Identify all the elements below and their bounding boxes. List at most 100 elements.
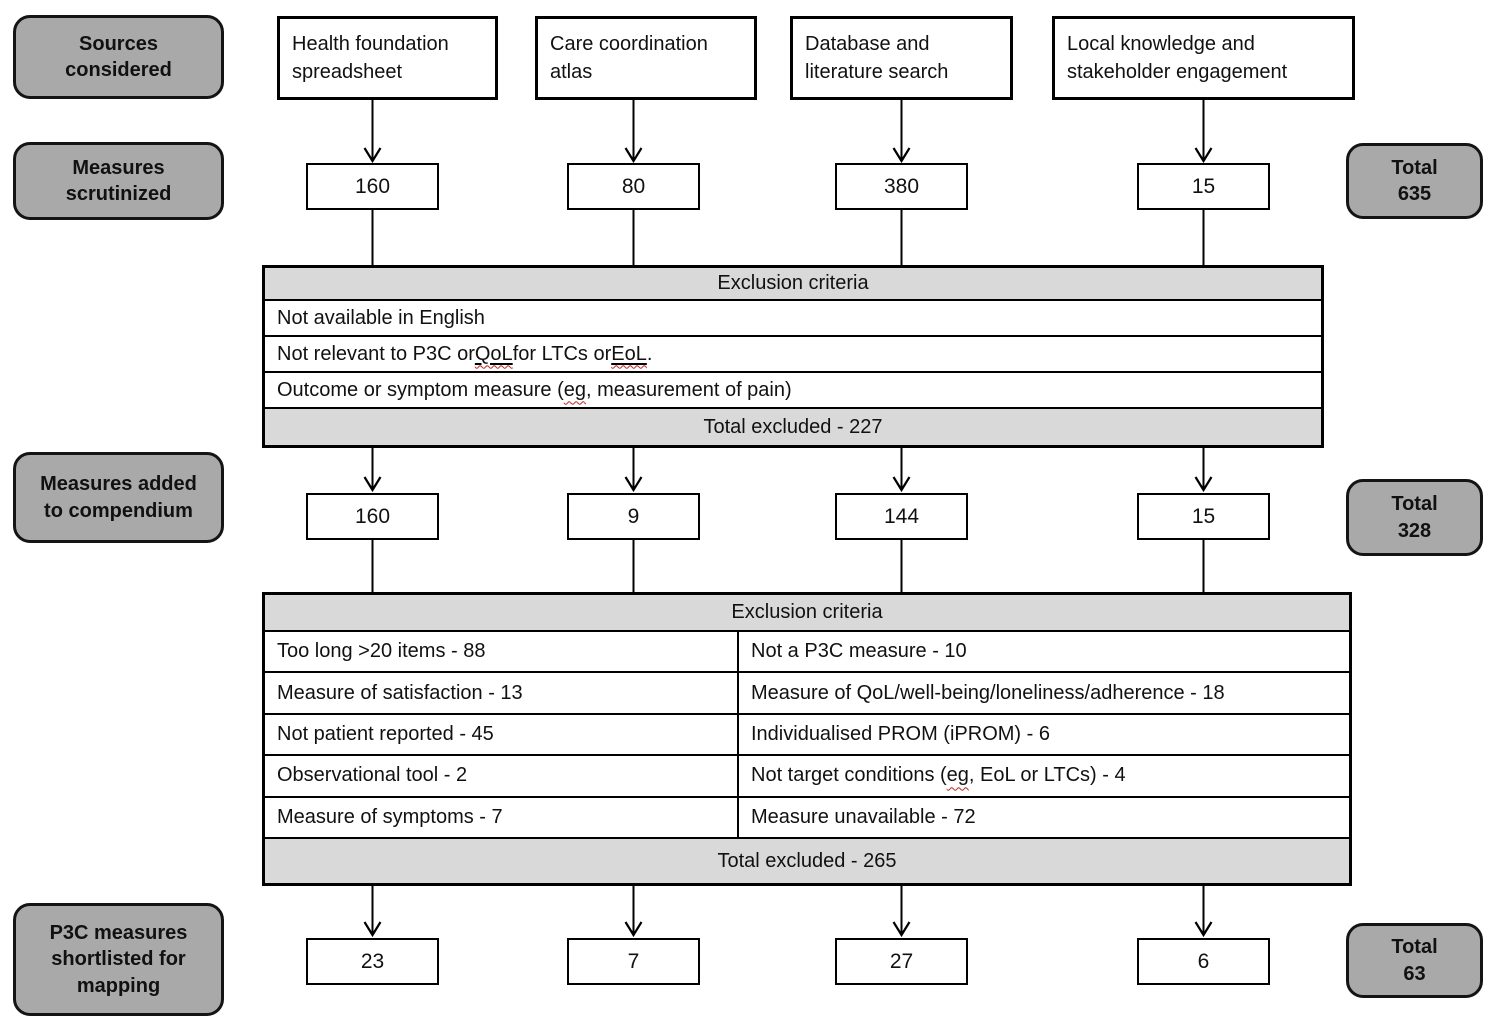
total-value: 63	[1403, 962, 1426, 985]
count-value: 160	[354, 174, 391, 198]
exclusion-criterion-cell-left: Observational tool - 2	[265, 756, 739, 796]
count-box-shortlisted-2: 7	[567, 938, 700, 985]
arrow-down	[624, 100, 643, 164]
count-value: 7	[627, 949, 640, 973]
exclusion-criterion-row: Outcome or symptom measure (eg, measurem…	[265, 371, 1321, 407]
exclusion-table-body: Too long >20 items - 88 Not a P3C measure…	[265, 630, 1349, 838]
count-value: 9	[627, 504, 640, 528]
criterion-text: Not target conditions (	[751, 764, 947, 787]
criterion-text: Not available in English	[277, 306, 485, 329]
total-badge-compendium: Total 328	[1346, 479, 1483, 556]
count-value: 6	[1197, 949, 1210, 973]
arrow-down	[892, 100, 911, 164]
count-value: 160	[354, 504, 391, 528]
criterion-text-underlined: QoL	[474, 342, 513, 365]
source-box-care-coordination-atlas: Care coordination atlas	[535, 16, 757, 100]
count-box-scrutinized-1: 160	[306, 163, 439, 210]
criterion-text-flagged: eg	[563, 378, 586, 401]
exclusion-table-footer: Total excluded - 265	[265, 837, 1349, 883]
exclusion-criterion-cell-right: Not a P3C measure - 10	[739, 632, 1349, 671]
source-box-local-knowledge: Local knowledge and stakeholder engageme…	[1052, 16, 1355, 100]
exclusion-criterion-cell-left: Too long >20 items - 88	[265, 632, 739, 672]
criterion-text-flagged: QoL	[475, 343, 513, 366]
total-badge-scrutinized: Total 635	[1346, 143, 1483, 219]
arrow-down	[363, 100, 382, 164]
count-box-scrutinized-2: 80	[567, 163, 700, 210]
source-box-text: Care coordination atlas	[550, 32, 708, 83]
arrow-down	[624, 886, 643, 938]
criterion-text: Too long >20 items - 88	[277, 640, 486, 663]
criterion-text: Not relevant to P3C or	[277, 342, 475, 365]
side-label-measures-scrutinized: Measures scrutinized	[13, 142, 224, 220]
exclusion-criterion-cell-right: Measure of QoL/well-being/loneliness/adh…	[739, 673, 1349, 712]
count-box-shortlisted-3: 27	[835, 938, 968, 985]
count-box-scrutinized-3: 380	[835, 163, 968, 210]
exclusion-criterion-row: Measure of satisfaction - 13 Measure of Q…	[265, 671, 1349, 713]
exclusion-criterion-row: Not patient reported - 45 Individualised …	[265, 712, 1349, 755]
side-label-text: Measures added to compendium	[40, 473, 197, 522]
count-box-compendium-4: 15	[1137, 493, 1270, 540]
criterion-text: .	[646, 342, 653, 365]
exclusion-criterion-cell-left: Not patient reported - 45	[265, 714, 739, 755]
arrow-down	[892, 886, 911, 938]
exclusion-criterion-cell-right: Not target conditions (eg, EoL or LTCs) …	[739, 756, 1349, 795]
count-value: 380	[883, 174, 920, 198]
criterion-text: , EoL or LTCs) - 4	[968, 764, 1126, 787]
exclusion-criterion-cell: Outcome or symptom measure (eg, measurem…	[265, 373, 1321, 407]
exclusion-table-2: Exclusion criteria Too long >20 items - …	[262, 592, 1352, 886]
arrow-down	[892, 448, 911, 493]
exclusion-criterion-row: Observational tool - 2 Not target conditi…	[265, 754, 1349, 796]
criterion-text: Outcome or symptom measure (	[277, 378, 564, 401]
source-box-health-foundation: Health foundation spreadsheet	[277, 16, 498, 100]
total-badge-shortlisted: Total 63	[1346, 923, 1483, 998]
total-value: 328	[1397, 519, 1432, 542]
criterion-text: Not patient reported - 45	[277, 723, 494, 746]
criterion-text: Not a P3C measure - 10	[751, 640, 967, 663]
exclusion-criterion-row: Too long >20 items - 88 Not a P3C measure…	[265, 630, 1349, 672]
total-value: 635	[1397, 183, 1432, 205]
source-box-text: Health foundation spreadsheet	[292, 32, 449, 83]
criterion-text: for LTCs or	[512, 342, 612, 365]
side-label-text: P3C measures shortlisted for mapping	[49, 921, 188, 997]
total-label: Total	[1391, 156, 1438, 179]
criterion-text: Measure of QoL/well-being/loneliness/adh…	[751, 681, 1225, 704]
count-value: 15	[1191, 174, 1216, 198]
criterion-text: Measure of symptoms - 7	[277, 805, 503, 828]
criterion-text: , measurement of pain)	[586, 378, 792, 401]
criterion-text-flagged: eg	[946, 764, 969, 787]
side-label-text: Measures scrutinized	[65, 156, 172, 205]
exclusion-criterion-cell-right: Measure unavailable - 72	[739, 798, 1349, 837]
count-box-scrutinized-4: 15	[1137, 163, 1270, 210]
side-label-text: Sources considered	[65, 32, 172, 81]
exclusion-criterion-row: Not available in English	[265, 299, 1321, 335]
arrow-down	[363, 448, 382, 493]
source-box-database-literature: Database and literature search	[790, 16, 1013, 100]
total-label: Total	[1391, 493, 1438, 516]
count-value: 23	[360, 949, 385, 973]
side-label-measures-added: Measures added to compendium	[13, 452, 224, 543]
criterion-text-flagged: EoL	[611, 343, 647, 366]
count-value: 144	[883, 504, 920, 528]
exclusion-criterion-cell-left: Measure of symptoms - 7	[265, 797, 739, 838]
count-box-compendium-3: 144	[835, 493, 968, 540]
exclusion-table-header: Exclusion criteria	[265, 595, 1349, 630]
total-label: Total	[1391, 936, 1438, 959]
count-box-compendium-1: 160	[306, 493, 439, 540]
side-label-p3c-shortlisted: P3C measures shortlisted for mapping	[13, 903, 224, 1016]
arrow-down	[624, 448, 643, 493]
criterion-text-underlined: EoL	[611, 342, 647, 365]
criterion-text: Measure of satisfaction - 13	[277, 681, 523, 704]
criterion-text: Measure unavailable - 72	[751, 805, 976, 828]
arrow-down	[1194, 886, 1213, 938]
count-value: 15	[1191, 504, 1216, 528]
source-box-text: Database and literature search	[805, 32, 949, 83]
criterion-text: Individualised PROM (iPROM) - 6	[751, 723, 1050, 746]
exclusion-criterion-cell: Not relevant to P3C or QoL for LTCs or E…	[265, 337, 1321, 371]
exclusion-criterion-cell-left: Measure of satisfaction - 13	[265, 673, 739, 713]
exclusion-table-header: Exclusion criteria	[265, 268, 1321, 299]
source-box-text: Local knowledge and stakeholder engageme…	[1067, 32, 1288, 83]
criterion-text: Observational tool - 2	[277, 764, 468, 787]
arrow-down	[363, 886, 382, 938]
